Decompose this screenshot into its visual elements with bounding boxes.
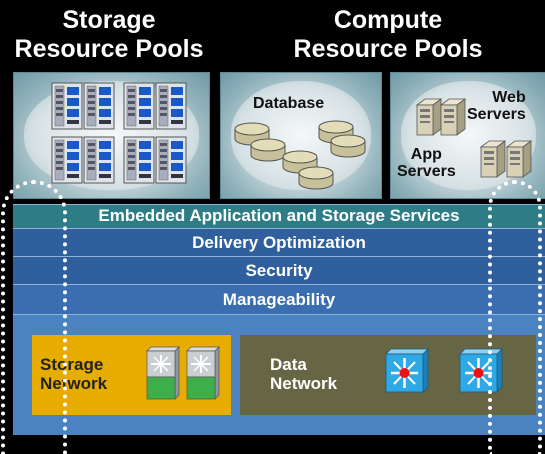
server-tower-icon: [506, 140, 532, 178]
storage-array-icon: [123, 82, 155, 130]
embedded-services-layer: Embedded Application and Storage Service…: [13, 204, 545, 228]
storage-resource-pools-heading: Storage Resource Pools: [0, 6, 218, 64]
multilayer-switch-icon: [384, 347, 430, 394]
storage-switches: [146, 346, 220, 400]
data-network-line1: Data: [270, 355, 307, 374]
storage-array-icon: [83, 136, 115, 184]
compute-heading-line2: Resource Pools: [293, 35, 483, 63]
manageability-layer: Manageability: [13, 284, 545, 314]
app-servers-label: App Servers: [397, 146, 456, 180]
compute-resource-pools-heading: Compute Resource Pools: [268, 6, 508, 64]
storage-heading-line2: Resource Pools: [14, 35, 204, 63]
data-switches: [384, 347, 504, 394]
storage-network-label: Storage Network: [40, 355, 107, 393]
web-servers-line1: Web: [492, 89, 526, 106]
server-tower-icon: [416, 98, 442, 136]
security-layer: Security: [13, 256, 545, 284]
storage-arrays: [51, 82, 187, 184]
servers-pool-cloud: Web Servers App Servers: [390, 72, 545, 199]
storage-network-line2: Network: [40, 374, 108, 393]
delivery-optimization-layer: Delivery Optimization: [13, 228, 545, 256]
storage-array-icon: [83, 82, 115, 130]
web-servers-label: Web Servers: [467, 89, 526, 123]
web-servers-line2: Servers: [467, 106, 526, 123]
data-network-box: Data Network: [240, 335, 536, 415]
fibre-channel-switch-icon: [146, 346, 180, 400]
multilayer-switch-icon: [458, 347, 504, 394]
storage-array-icon: [51, 136, 83, 184]
server-towers: [416, 98, 532, 178]
app-servers-line2: Servers: [397, 163, 456, 180]
storage-array-icon: [155, 82, 187, 130]
database-disk-icon: [250, 138, 286, 162]
storage-array-icon: [155, 136, 187, 184]
server-tower-icon: [440, 98, 466, 136]
storage-pool-cloud: [13, 72, 210, 199]
database-pool-cloud: Database: [220, 72, 382, 199]
data-network-line2: Network: [270, 374, 338, 393]
storage-heading-line1: Storage: [62, 6, 156, 34]
storage-network-line1: Storage: [40, 355, 104, 374]
database-label: Database: [253, 95, 325, 112]
database-disk-icon: [330, 134, 366, 158]
storage-array-icon: [51, 82, 83, 130]
storage-network-box: Storage Network: [32, 335, 231, 415]
fibre-channel-switch-icon: [186, 346, 220, 400]
compute-heading-line1: Compute: [333, 6, 443, 34]
data-network-label: Data Network: [270, 355, 337, 393]
database-disks: [234, 120, 366, 190]
app-servers-line1: App: [410, 146, 442, 163]
server-tower-icon: [480, 140, 506, 178]
storage-array-icon: [123, 136, 155, 184]
database-disk-icon: [298, 166, 334, 190]
